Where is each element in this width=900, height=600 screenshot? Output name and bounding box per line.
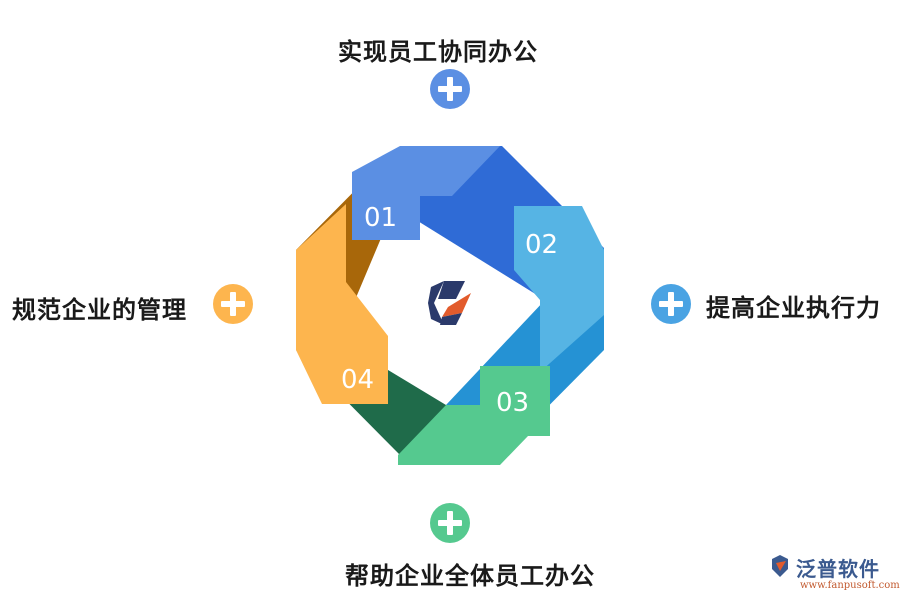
brand-watermark: 泛普软件 www.fanpusoft.com xyxy=(766,553,900,595)
arrow-04 xyxy=(296,204,388,404)
step-number-04: 04 xyxy=(341,365,374,395)
step-label-02: 提高企业执行力 xyxy=(706,294,881,322)
arrow-02 xyxy=(514,206,604,372)
step-label-01: 实现员工协同办公 xyxy=(338,38,538,66)
step-label-03: 帮助企业全体员工办公 xyxy=(345,562,595,590)
plus-icon-01 xyxy=(430,69,470,109)
plus-icon-03 xyxy=(430,503,470,543)
brand-name: 泛普软件 xyxy=(796,557,880,581)
company-logo-icon xyxy=(428,281,471,325)
step-number-02: 02 xyxy=(525,230,558,260)
step-label-04: 规范企业的管理 xyxy=(12,296,187,324)
plus-icon-04 xyxy=(213,284,253,324)
step-number-01: 01 xyxy=(364,203,397,233)
arrow-03 xyxy=(398,366,550,465)
step-number-03: 03 xyxy=(496,388,529,418)
arrow-01 xyxy=(352,146,500,240)
plus-icon-02 xyxy=(651,284,691,324)
brand-url: www.fanpusoft.com xyxy=(800,580,900,591)
brand-logo-icon xyxy=(772,555,788,577)
